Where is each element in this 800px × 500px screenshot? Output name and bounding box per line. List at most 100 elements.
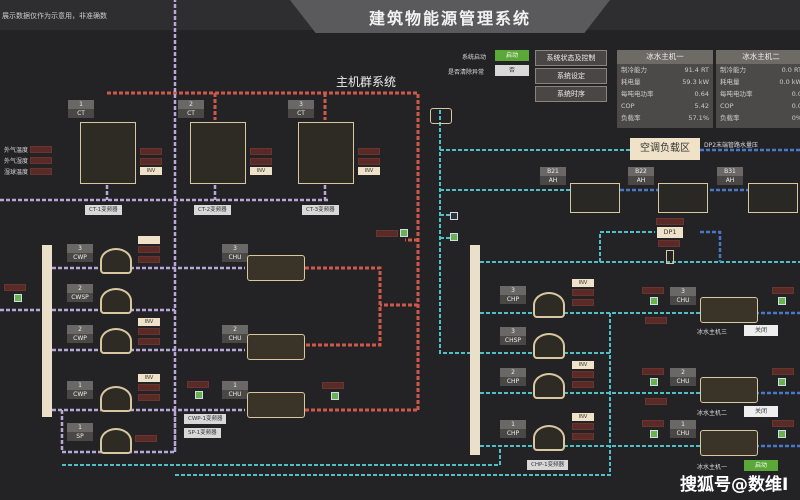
pump-icon[interactable] <box>100 248 132 274</box>
wetbulb-temp-label: 湿球温度 <box>4 169 29 176</box>
reading <box>135 435 157 442</box>
ct-2-vfd-label[interactable]: CT-2变频器 <box>194 205 231 215</box>
sensor-icon[interactable] <box>778 430 786 438</box>
sensor-icon[interactable] <box>650 378 658 386</box>
valve-icon[interactable] <box>666 250 674 264</box>
chiller-3-name: 冰水主机三 <box>697 329 728 336</box>
hot-pipe <box>107 91 420 412</box>
outdoor-temp-label: 外气温度 <box>4 147 29 154</box>
chiller-icon[interactable] <box>247 334 305 360</box>
air-handler-icon[interactable] <box>658 183 708 213</box>
reading <box>30 157 52 164</box>
inv-badge <box>138 236 160 244</box>
panel-title: 冰水主机二 <box>716 50 800 64</box>
chiller-icon[interactable] <box>700 377 758 403</box>
sp-1-vfd-label[interactable]: SP-1变频器 <box>184 428 221 438</box>
pump-icon[interactable] <box>100 386 132 412</box>
sensor-icon[interactable] <box>450 212 458 220</box>
pump-icon[interactable] <box>100 288 132 314</box>
tank-icon <box>430 108 452 124</box>
sensor-icon[interactable] <box>331 392 339 400</box>
reading <box>772 368 794 375</box>
chiller-icon[interactable] <box>700 430 758 456</box>
ct-1-vfd-label[interactable]: CT-1变频器 <box>85 205 122 215</box>
reading <box>138 246 160 253</box>
cwp-1-vfd-label[interactable]: CWP-1变频器 <box>184 414 227 424</box>
chiller-2-status[interactable]: 关闭 <box>744 406 778 417</box>
chiller-icon[interactable] <box>247 255 305 281</box>
reading <box>138 256 160 263</box>
sensor-icon[interactable] <box>778 297 786 305</box>
load-zone-label: 空调负载区 <box>630 138 700 160</box>
cooling-tower-1-icon[interactable] <box>80 122 136 184</box>
cooling-tower-3-icon[interactable] <box>298 122 354 184</box>
cooling-tower-2-icon[interactable] <box>190 122 246 184</box>
chp-1-vfd-label[interactable]: CHP-1变频器 <box>527 460 569 470</box>
inv-badge: INV <box>140 167 162 175</box>
system-start-toggle[interactable]: 启动 <box>495 50 529 61</box>
sensor-icon[interactable] <box>195 391 203 399</box>
reading <box>138 384 160 391</box>
sensor-icon[interactable] <box>778 378 786 386</box>
chiller-icon[interactable] <box>247 392 305 418</box>
sensor-icon[interactable] <box>400 229 408 237</box>
sensor-icon[interactable] <box>650 297 658 305</box>
chiller-icon[interactable] <box>700 297 758 323</box>
status-control-button[interactable]: 系统状态及控制 <box>535 50 607 66</box>
pump-icon[interactable] <box>533 373 565 399</box>
reading <box>645 317 667 324</box>
pump-icon[interactable] <box>533 425 565 451</box>
pump-icon[interactable] <box>533 333 565 359</box>
section-title: 主机群系统 <box>336 75 397 89</box>
dp2-label: DP2末端管路水量压 <box>704 142 759 149</box>
sensor-icon[interactable] <box>14 294 22 302</box>
page-title: 建筑物能源管理系统 <box>368 9 531 28</box>
settings-button[interactable]: 系统设定 <box>535 68 607 84</box>
ct-3-vfd-label[interactable]: CT-3变频器 <box>302 205 339 215</box>
reading <box>772 420 794 427</box>
clear-alarm-toggle[interactable]: 否 <box>495 65 529 76</box>
inv-badge: INV <box>138 374 160 382</box>
pump-icon[interactable] <box>533 292 565 318</box>
schedule-button[interactable]: 系统时序 <box>535 86 607 102</box>
sensor-icon[interactable] <box>650 430 658 438</box>
sensor-icon[interactable] <box>450 233 458 241</box>
pump-icon[interactable] <box>100 428 132 454</box>
air-handler-icon[interactable] <box>570 183 620 213</box>
inv-badge: INV <box>138 318 160 326</box>
chiller-1-status[interactable]: 启动 <box>744 460 778 471</box>
reading <box>572 289 594 296</box>
reading <box>140 158 162 165</box>
dp1-label: DP1 <box>657 227 683 238</box>
chiller-3-status[interactable]: 关闭 <box>744 325 778 336</box>
air-handler-icon[interactable] <box>748 183 798 213</box>
inv-badge: INV <box>358 167 380 175</box>
chw-header <box>470 245 480 455</box>
reading <box>645 398 667 405</box>
pump-icon[interactable] <box>100 328 132 354</box>
supply-pipe <box>620 148 800 448</box>
